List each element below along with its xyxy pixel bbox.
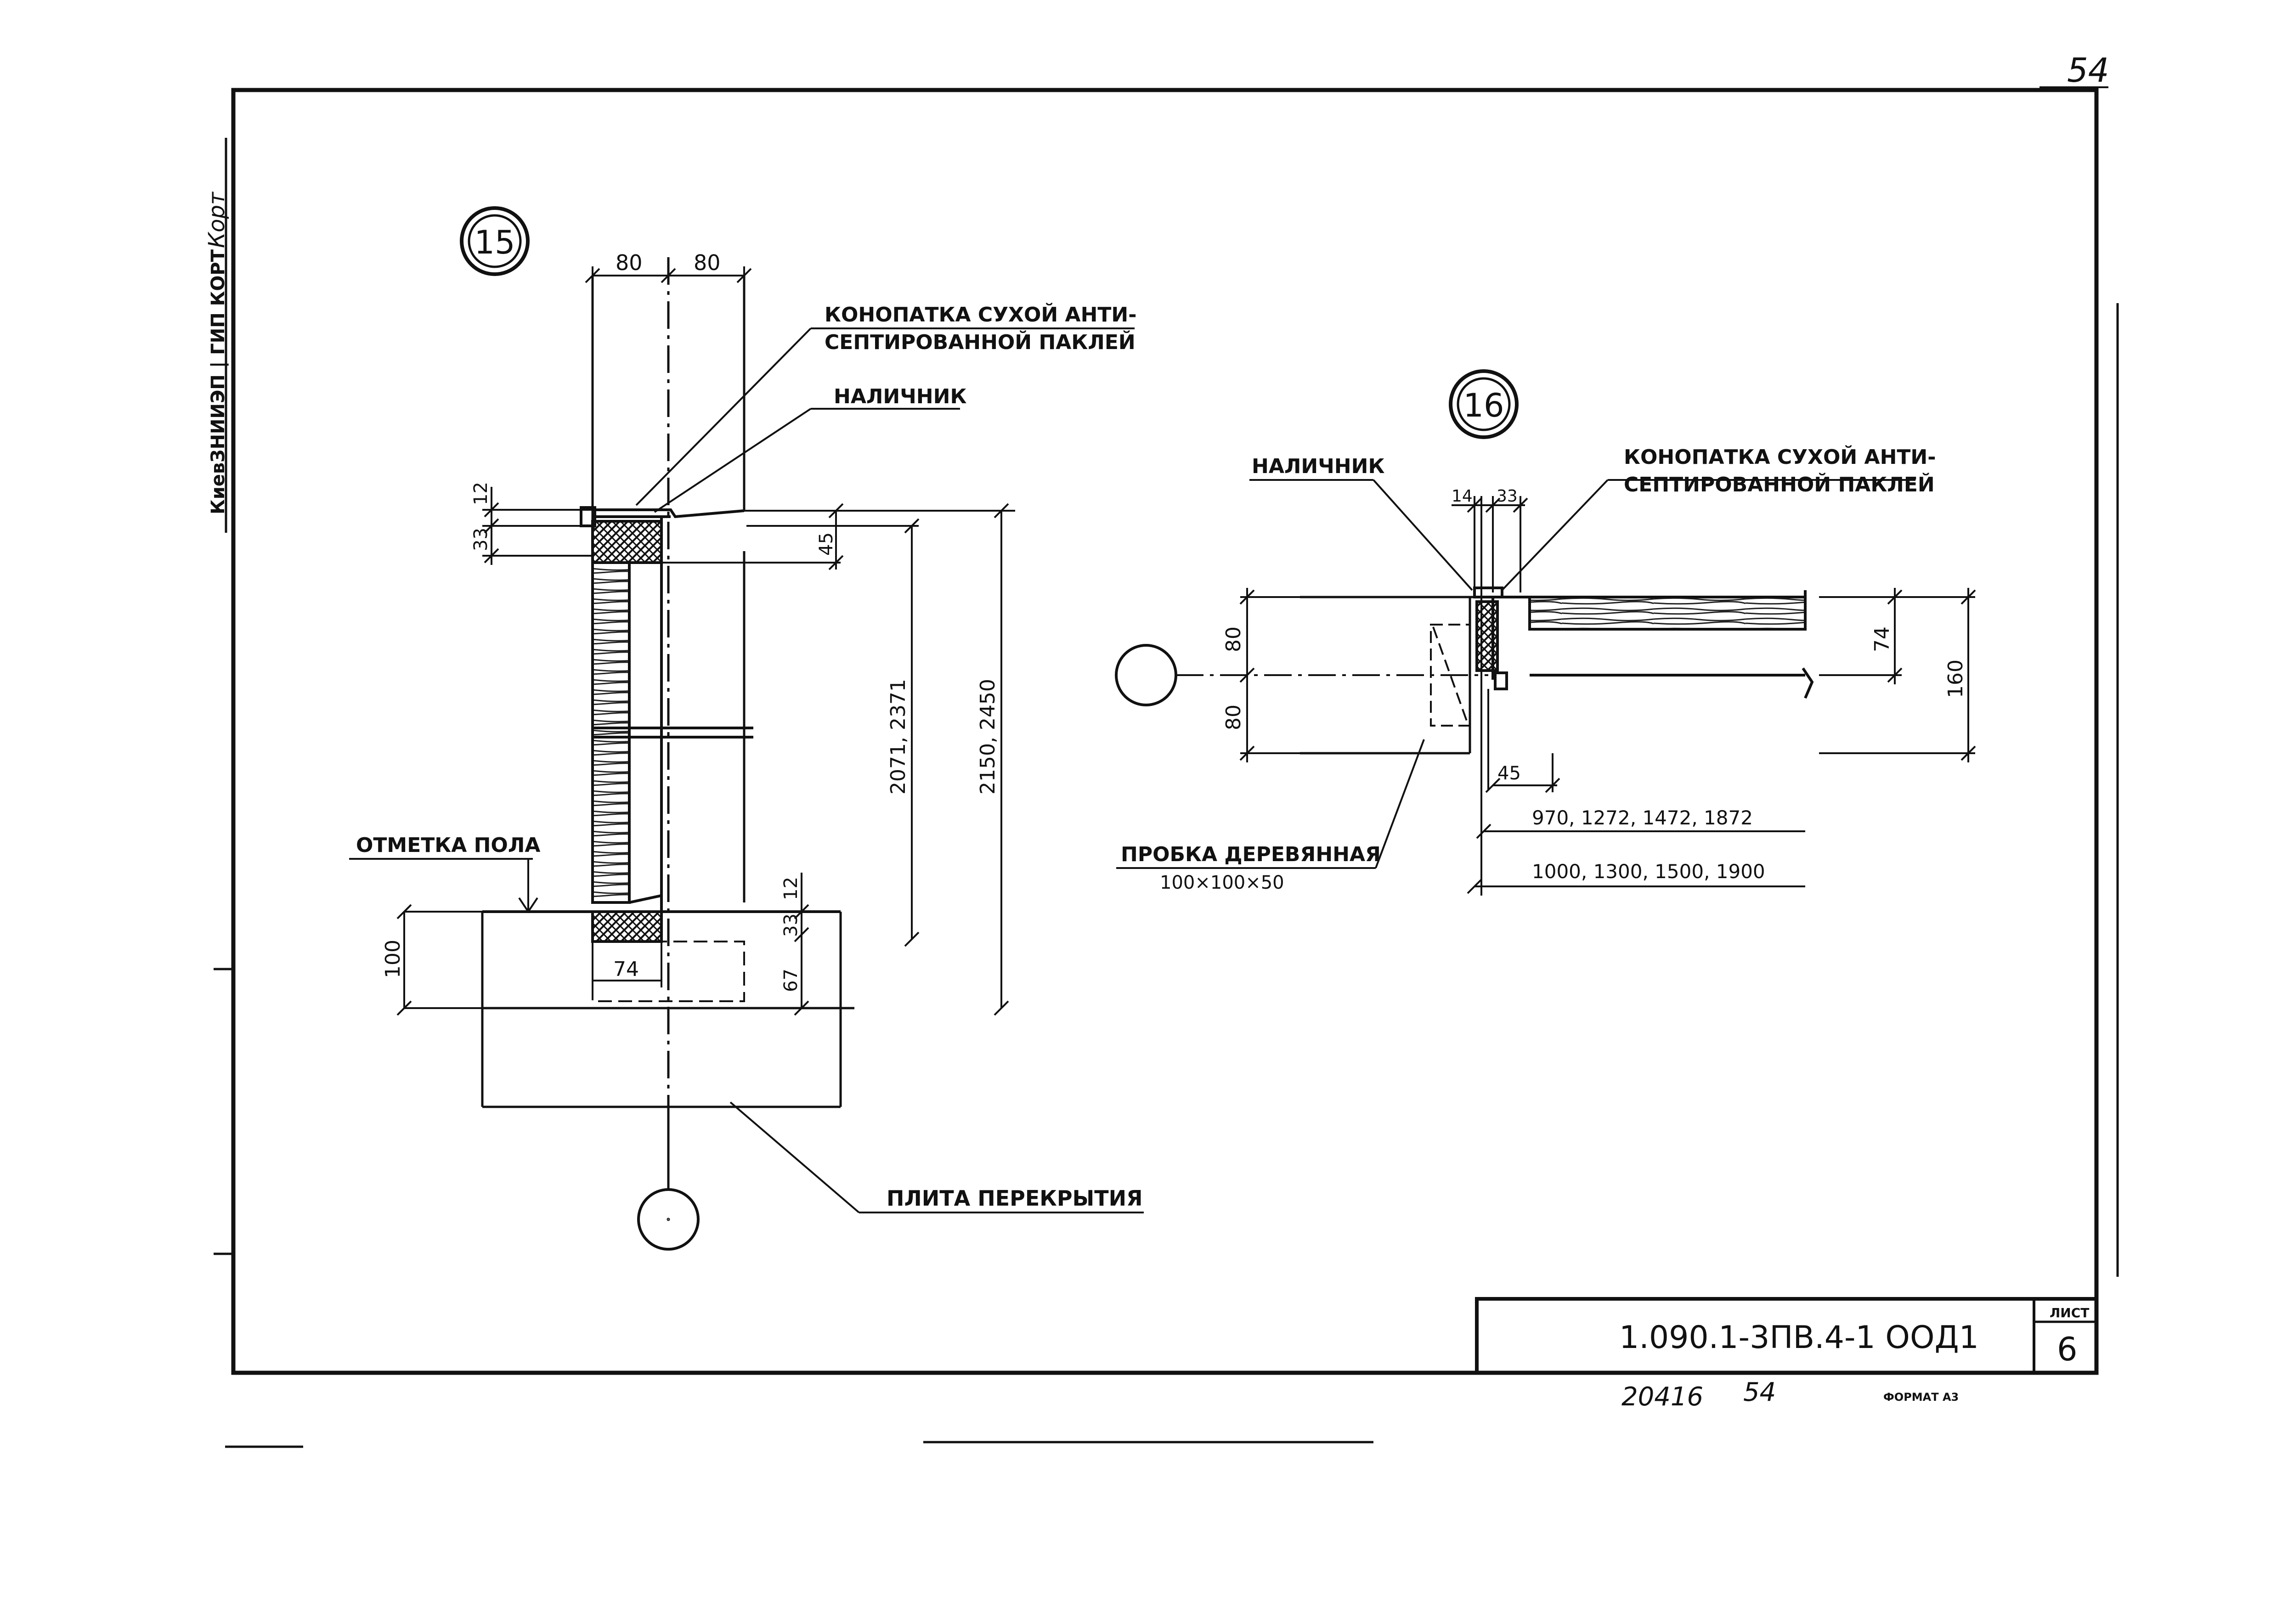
d16-dim-width-inner: 970, 1272, 1472, 1872 [1532, 806, 1753, 829]
d15-dim-33-bottom: 33 [780, 914, 802, 937]
detail-15-number: 15 [474, 224, 515, 261]
title-block-code: 1.090.1-3ПВ.4-1 ООД1 [1619, 1320, 1979, 1356]
d16-dim-160: 160 [1944, 660, 1967, 698]
d15-dim-80-right: 80 [694, 250, 721, 275]
d15-dim-100: 100 [381, 940, 405, 978]
d15-dim-12-bottom: 12 [780, 877, 802, 900]
d16-dim-80-bottom: 80 [1222, 705, 1245, 730]
inventory-number: 20416 [1621, 1382, 1703, 1412]
detail-16-number: 16 [1463, 387, 1504, 424]
d15-dim-33-top: 33 [470, 528, 491, 551]
title-block-sheet-number: 6 [2057, 1331, 2078, 1368]
d15-dim-74: 74 [613, 958, 639, 981]
axis-marker-15 [667, 1218, 670, 1221]
d15-label-slab: ПЛИТА ПЕРЕКРЫТИЯ [887, 1186, 1143, 1211]
d16-dim-45: 45 [1497, 763, 1521, 784]
d16-dim-74: 74 [1870, 626, 1894, 652]
d16-dim-width-outer: 1000, 1300, 1500, 1900 [1532, 860, 1765, 883]
title-block [1475, 1297, 2098, 1375]
detail-16: 16 [1115, 369, 1976, 896]
d15-dim-67: 67 [780, 969, 802, 992]
d16-label-plug-1: ПРОБКА ДЕРЕВЯННАЯ [1121, 843, 1381, 866]
d16-label-caulk-1: КОНОПАТКА СУХОЙ АНТИ- [1624, 445, 1936, 469]
d15-label-floor-mark: ОТМЕТКА ПОЛА [356, 834, 540, 857]
side-signature: Корт [204, 191, 230, 248]
d15-dim-height-outer: 2150, 2450 [976, 679, 1000, 795]
detail-15-marker [460, 206, 530, 276]
d15-label-caulk-2: СЕПТИРОВАННОЙ ПАКЛЕЙ [825, 330, 1136, 354]
d15-dim-45: 45 [816, 532, 837, 556]
side-stamp: КиевЗНИИЭП | ГИП КОРТ [208, 249, 229, 514]
detail-16-marker [1449, 369, 1519, 439]
format-label: ФОРМАТ А3 [1883, 1391, 1959, 1404]
d15-label-caulk-1: КОНОПАТКА СУХОЙ АНТИ- [825, 302, 1137, 327]
d16-label-caulk-2: СЕПТИРОВАННОЙ ПАКЛЕЙ [1624, 472, 1935, 496]
detail-15: 15 80 80 [349, 206, 1144, 1251]
d15-label-casing: НАЛИЧНИК [834, 385, 966, 408]
inventory-page: 54 [1743, 1377, 1776, 1407]
d15-dim-80-left: 80 [616, 250, 643, 275]
d16-label-casing: НАЛИЧНИК [1252, 455, 1384, 478]
d15-dim-12-top: 12 [470, 482, 491, 505]
d16-dim-80-top: 80 [1222, 626, 1245, 652]
d15-dim-height-inner: 2071, 2371 [887, 679, 910, 795]
axis-marker-16 [1115, 644, 1177, 706]
title-block-sheet-label: ЛИСТ [2050, 1305, 2089, 1320]
sheet-frame [214, 86, 2119, 1448]
d16-dim-14: 14 [1452, 487, 1473, 506]
d16-label-plug-2: 100×100×50 [1160, 872, 1284, 893]
page-number-top: 54 [2067, 51, 2109, 90]
d16-dim-33: 33 [1497, 487, 1518, 506]
